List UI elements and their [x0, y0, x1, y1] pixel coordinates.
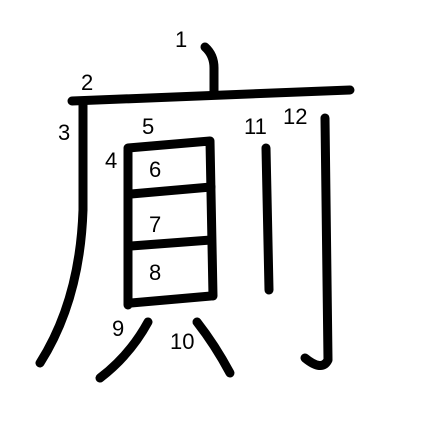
stroke-1	[200, 42, 219, 97]
stroke-number-7: 7	[149, 212, 162, 237]
stroke-number-11: 11	[244, 114, 267, 139]
stroke-10	[192, 317, 235, 378]
stroke-11	[261, 143, 274, 295]
stroke-3	[35, 98, 88, 368]
stroke-2	[67, 85, 355, 106]
stroke-number-8: 8	[149, 260, 162, 285]
stroke-number-6: 6	[149, 157, 162, 182]
stroke-number-10: 10	[170, 329, 195, 354]
stroke-5	[123, 136, 218, 301]
stroke-6	[126, 182, 216, 199]
stroke-8	[126, 291, 216, 308]
stroke-number-3: 3	[58, 120, 71, 145]
stroke-number-2: 2	[81, 70, 94, 95]
stroke-12	[300, 113, 333, 370]
stroke-number-12: 12	[283, 104, 308, 129]
stroke-number-1: 1	[175, 27, 188, 52]
stroke-number-5: 5	[142, 114, 155, 139]
stroke-9	[95, 317, 153, 383]
stroke-number-9: 9	[112, 316, 125, 341]
stroke-number-4: 4	[105, 148, 118, 173]
stroke-7	[126, 235, 216, 251]
